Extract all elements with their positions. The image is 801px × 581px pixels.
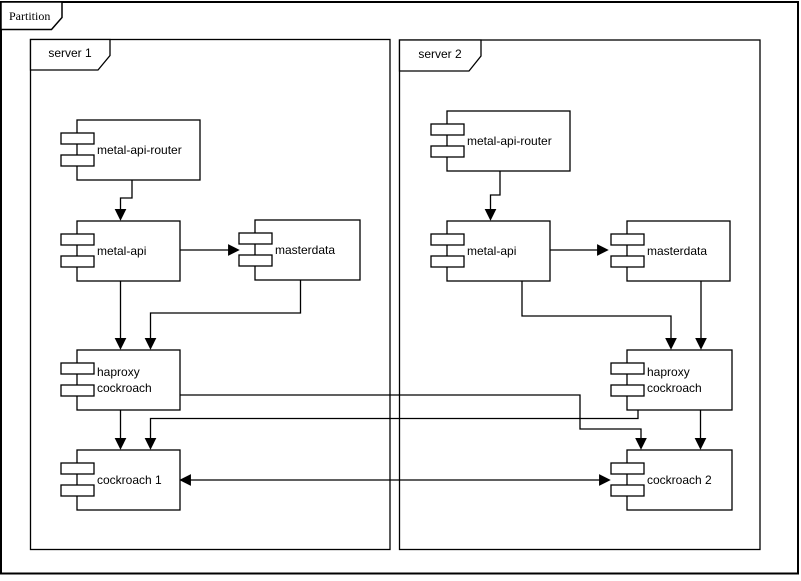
component-port-icon <box>60 154 95 167</box>
component-port-icon <box>610 233 645 246</box>
server2-group-box[interactable] <box>398 39 761 551</box>
s2-haproxy-cockroach-component[interactable] <box>610 349 733 411</box>
server1-tab[interactable] <box>29 38 111 71</box>
component-port-icon <box>60 255 95 268</box>
component-port-icon <box>60 384 95 397</box>
connector-s2-haproxy-to-s1-cockroach1[interactable] <box>144 410 639 450</box>
component-port-icon <box>60 233 95 246</box>
component-port-icon <box>430 255 465 268</box>
s1-haproxy-cockroach-component[interactable] <box>60 349 181 411</box>
connector-s2-api-to-haproxy[interactable] <box>521 281 677 350</box>
s1-metal-api-router-component[interactable] <box>60 119 201 181</box>
connector-s2-router-to-api[interactable] <box>484 171 501 221</box>
server2-tab[interactable] <box>398 39 482 72</box>
partition-tab[interactable] <box>0 1 63 31</box>
component-port-icon <box>60 362 95 375</box>
component-port-icon <box>238 254 273 267</box>
component-port-icon <box>60 132 95 145</box>
connector-s1-haproxy-to-s2-cockroach2[interactable] <box>180 394 647 450</box>
connector-s1-masterdata-to-haproxy[interactable] <box>144 280 302 350</box>
component-port-icon <box>430 145 465 158</box>
component-port-icon <box>610 255 645 268</box>
connector-s1-router-to-api[interactable] <box>114 180 133 221</box>
component-port-icon <box>610 384 645 397</box>
s2-masterdata-component[interactable] <box>610 220 731 282</box>
s1-masterdata-component[interactable] <box>238 219 361 281</box>
s2-metal-api-component[interactable] <box>430 220 551 282</box>
component-port-icon <box>610 362 645 375</box>
component-port-icon <box>60 462 95 475</box>
s2-metal-api-router-component[interactable] <box>430 110 571 172</box>
component-port-icon <box>610 462 645 475</box>
component-port-icon <box>610 484 645 497</box>
component-port-icon <box>430 233 465 246</box>
s1-metal-api-component[interactable] <box>60 220 181 282</box>
s1-cockroach1-component[interactable] <box>60 449 181 511</box>
component-port-icon <box>60 484 95 497</box>
component-port-icon <box>430 123 465 136</box>
component-port-icon <box>238 232 273 245</box>
server1-group-box[interactable] <box>29 38 391 551</box>
s2-cockroach2-component[interactable] <box>610 449 733 511</box>
